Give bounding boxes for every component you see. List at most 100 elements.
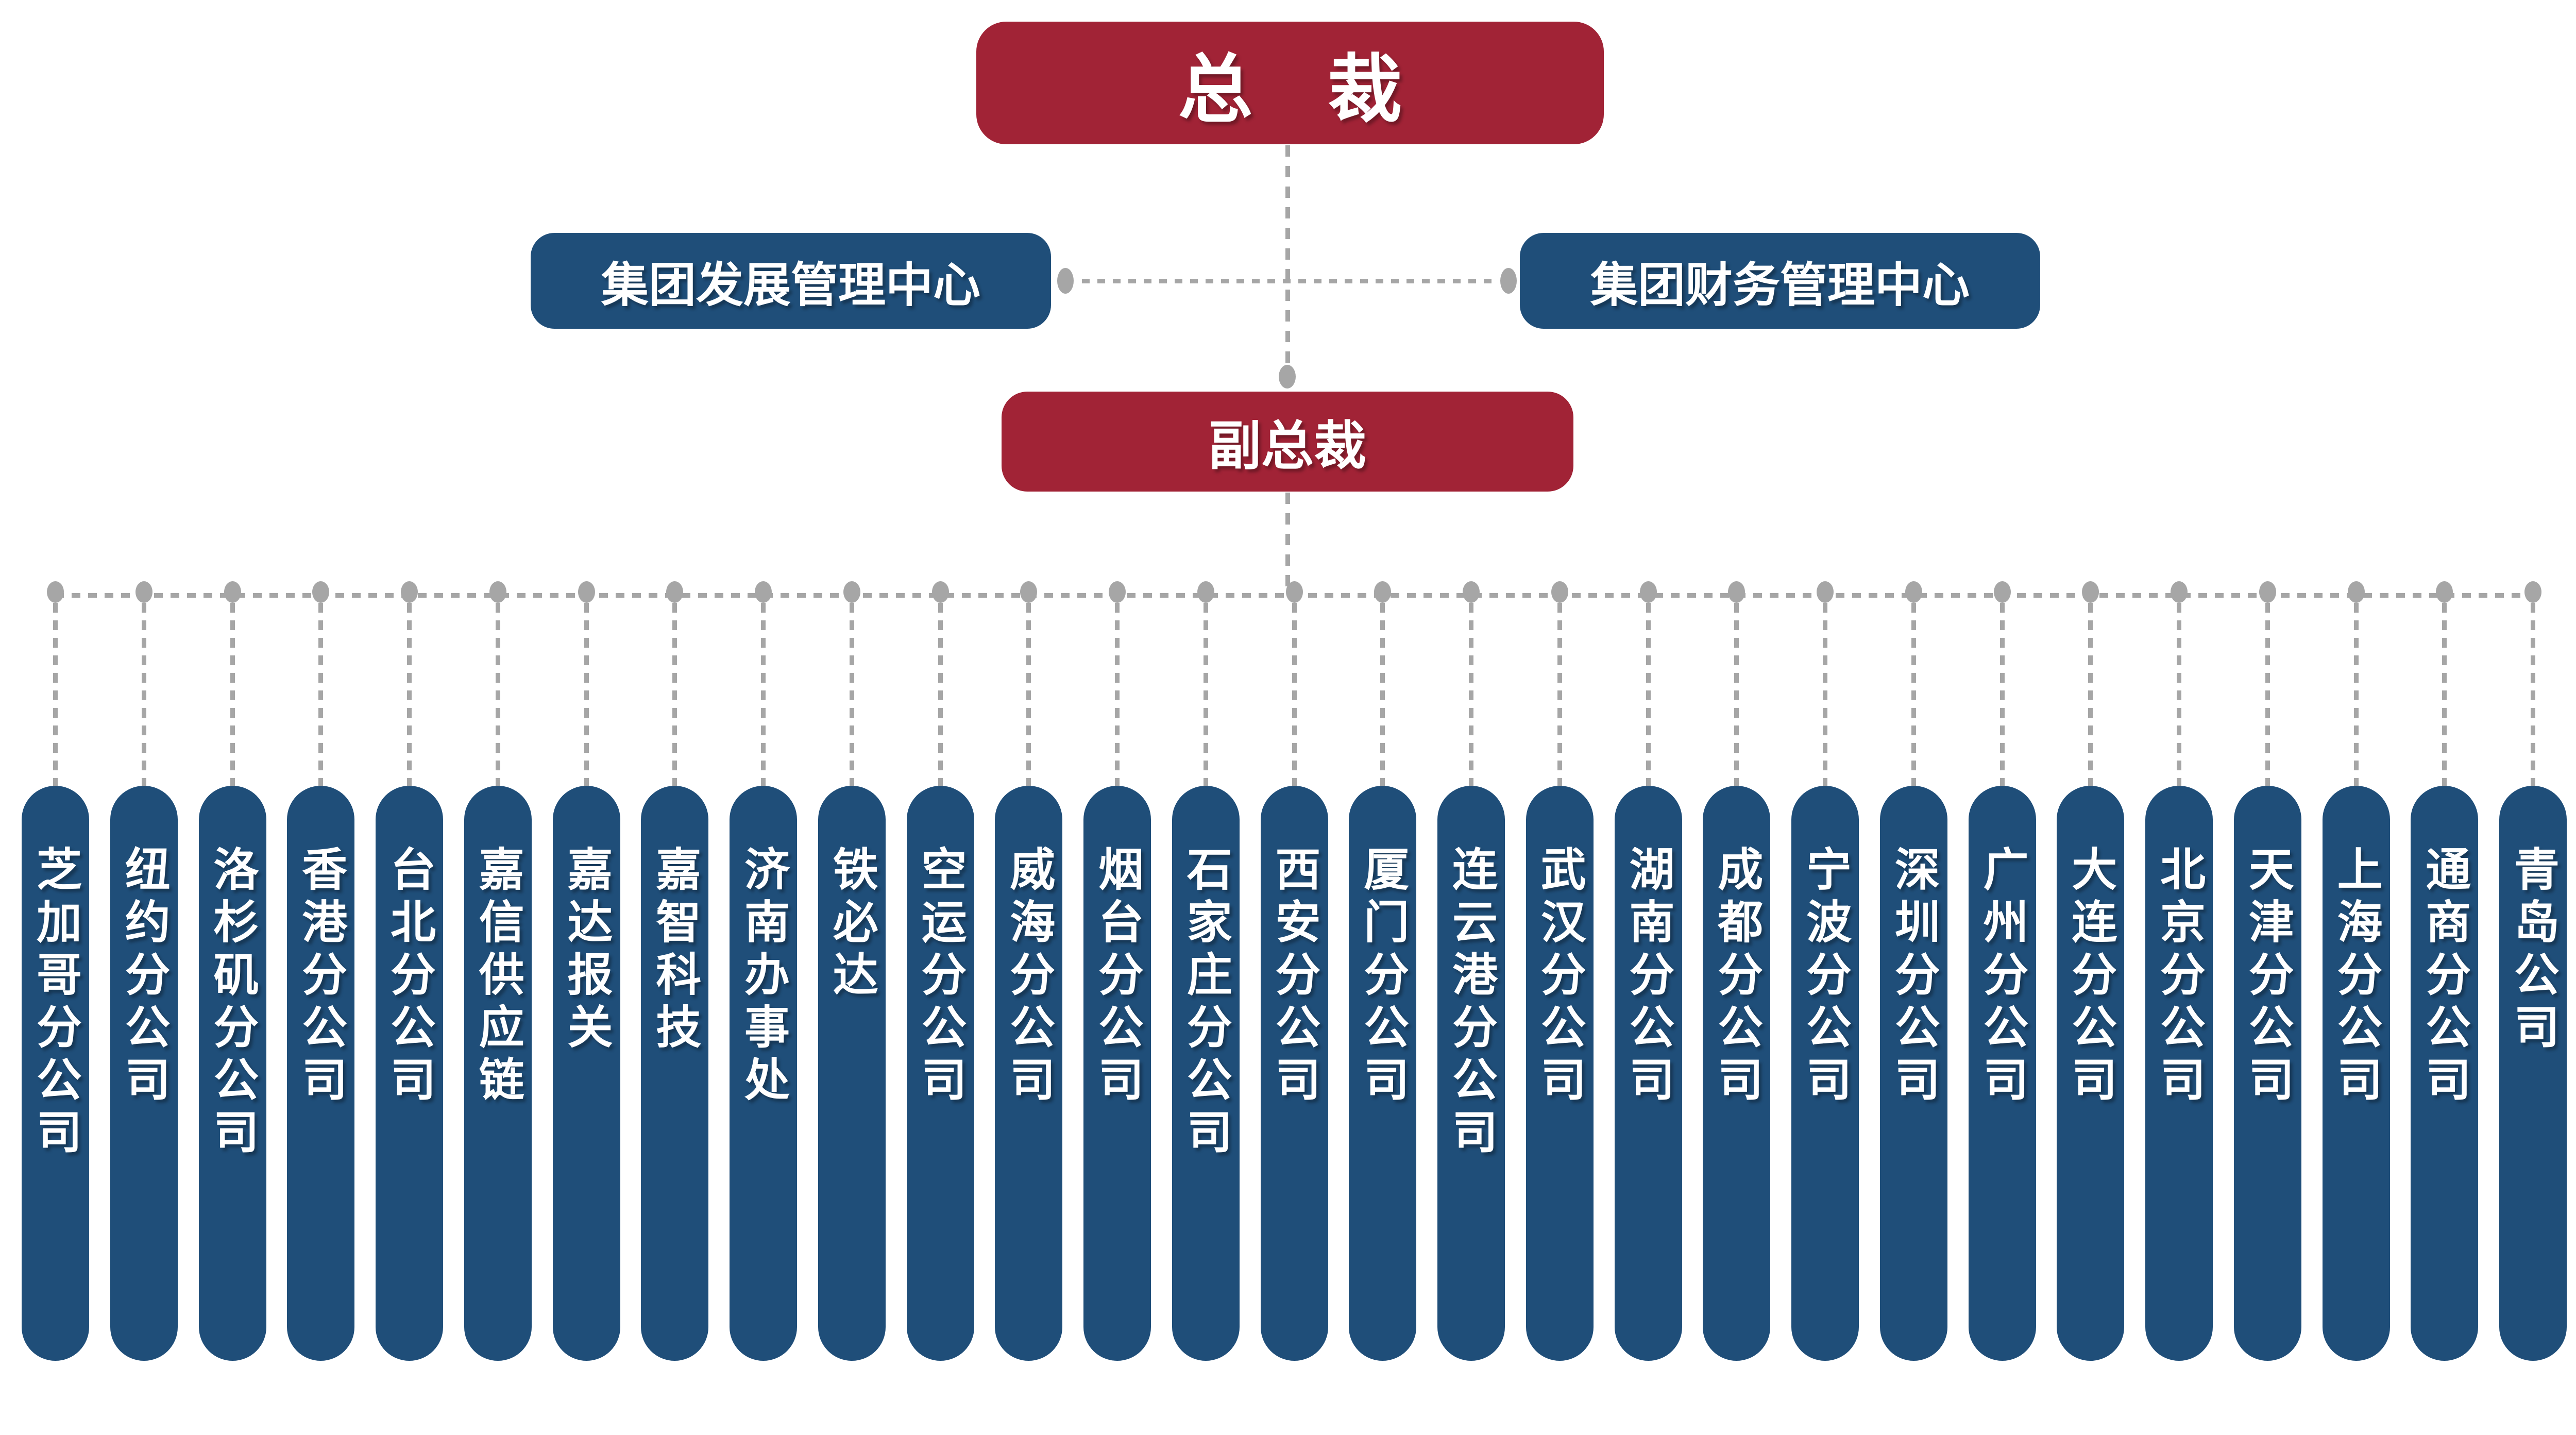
branch-junction-dot	[1109, 581, 1126, 603]
branch-column: 湖南分公司	[1614, 581, 1682, 1361]
branch-junction-dot	[1905, 581, 1922, 603]
branch-connector-line	[1646, 603, 1651, 786]
branch-junction-dot	[2436, 581, 2453, 603]
branch-node-label: 台北分公司	[384, 846, 435, 1108]
branch-connector-line	[1557, 603, 1562, 786]
branch-node-label: 深圳分公司	[1888, 846, 1940, 1108]
branch-column: 通商分公司	[2411, 581, 2479, 1361]
connector-dot-vp	[1279, 365, 1296, 389]
branch-column: 济南办事处	[730, 581, 797, 1361]
branches-row: 芝加哥分公司 纽约分公司 洛杉矶分公司 香港分公司	[22, 581, 2567, 1361]
branch-column: 石家庄分公司	[1172, 581, 1240, 1361]
branch-column: 嘉达报关	[552, 581, 620, 1361]
branch-connector-line	[761, 603, 766, 786]
branch-node-label: 嘉信供应链	[472, 846, 524, 1108]
branch-node-label: 纽约分公司	[118, 846, 170, 1108]
branch-node: 成都分公司	[1703, 786, 1771, 1361]
branch-junction-dot	[1020, 581, 1038, 603]
branch-node: 青岛公司	[2499, 786, 2567, 1361]
branch-connector-line	[1115, 603, 1120, 786]
branch-node-label: 天津分公司	[2242, 846, 2294, 1108]
branch-node-label: 香港分公司	[295, 846, 347, 1108]
branch-node-label: 连云港分公司	[1446, 846, 1497, 1161]
branch-junction-dot	[666, 581, 684, 603]
branch-junction-dot	[47, 581, 64, 603]
branch-junction-dot	[1728, 581, 1745, 603]
branch-junction-dot	[1374, 581, 1392, 603]
branch-junction-dot	[1285, 581, 1303, 603]
branch-connector-line	[318, 603, 324, 786]
branch-node: 纽约分公司	[110, 786, 178, 1361]
branch-node: 威海分公司	[995, 786, 1063, 1361]
branch-node-label: 大连分公司	[2065, 846, 2116, 1108]
branch-junction-dot	[1463, 581, 1480, 603]
branch-column: 厦门分公司	[1349, 581, 1417, 1361]
branch-node-label: 西安分公司	[1269, 846, 1320, 1108]
branch-column: 嘉信供应链	[464, 581, 532, 1361]
branch-column: 大连分公司	[2057, 581, 2125, 1361]
branch-connector-line	[1911, 603, 1916, 786]
branch-node-label: 上海分公司	[2331, 846, 2382, 1108]
branch-junction-dot	[401, 581, 418, 603]
branch-node: 台北分公司	[376, 786, 443, 1361]
branch-connector-line	[407, 603, 412, 786]
branch-connector-line	[2088, 603, 2093, 786]
branch-connector-line	[1823, 603, 1827, 786]
branch-column: 上海分公司	[2322, 581, 2390, 1361]
branch-node-label: 洛杉矶分公司	[207, 846, 258, 1161]
branch-junction-dot	[489, 581, 506, 603]
branch-connector-line	[1734, 603, 1739, 786]
branch-connector-line	[141, 603, 146, 786]
branch-node: 通商分公司	[2411, 786, 2479, 1361]
branch-junction-dot	[135, 581, 152, 603]
branch-node: 广州分公司	[1968, 786, 2036, 1361]
branch-node: 湖南分公司	[1614, 786, 1682, 1361]
branch-node: 嘉智科技	[641, 786, 709, 1361]
branch-column: 连云港分公司	[1437, 581, 1505, 1361]
branch-column: 成都分公司	[1703, 581, 1771, 1361]
branch-node: 烟台分公司	[1083, 786, 1151, 1361]
branch-connector-line	[2177, 603, 2181, 786]
branch-connector-line	[2442, 603, 2447, 786]
branch-node-label: 石家庄分公司	[1180, 846, 1232, 1161]
branch-node-label: 武汉分公司	[1534, 846, 1586, 1108]
branch-connector-line	[1203, 603, 1208, 786]
branch-node: 深圳分公司	[1879, 786, 1947, 1361]
branch-connector-line	[1026, 603, 1031, 786]
branch-node: 嘉信供应链	[464, 786, 532, 1361]
connector-centers-line	[1082, 279, 1492, 283]
connector-dot-dev	[1057, 268, 1074, 294]
branch-column: 北京分公司	[2145, 581, 2213, 1361]
branch-junction-dot	[2082, 581, 2099, 603]
node-ceo-label: 总 裁	[1178, 48, 1402, 131]
branch-junction-dot	[2524, 581, 2541, 603]
branch-node-label: 成都分公司	[1711, 846, 1762, 1108]
branch-connector-line	[230, 603, 235, 786]
branch-column: 西安分公司	[1260, 581, 1328, 1361]
branch-node: 嘉达报关	[552, 786, 620, 1361]
branch-node-label: 芝加哥分公司	[30, 846, 81, 1161]
branch-connector-line	[2531, 603, 2535, 786]
branch-column: 威海分公司	[995, 581, 1063, 1361]
branch-column: 空运分公司	[906, 581, 974, 1361]
branch-junction-dot	[1639, 581, 1657, 603]
branch-connector-line	[672, 603, 677, 786]
branch-node-label: 烟台分公司	[1092, 846, 1143, 1108]
branch-node-label: 宁波分公司	[1800, 846, 1851, 1108]
branch-column: 宁波分公司	[1791, 581, 1859, 1361]
branch-node-label: 空运分公司	[915, 846, 966, 1108]
branch-junction-dot	[843, 581, 860, 603]
branch-node-label: 嘉智科技	[649, 846, 701, 1056]
branch-node-label: 铁必达	[826, 846, 878, 1003]
branch-node: 石家庄分公司	[1172, 786, 1240, 1361]
branch-node: 连云港分公司	[1437, 786, 1505, 1361]
connector-vp-rail-line	[1285, 493, 1290, 595]
branch-junction-dot	[578, 581, 595, 603]
branch-node: 宁波分公司	[1791, 786, 1859, 1361]
branch-node: 香港分公司	[287, 786, 355, 1361]
branch-column: 纽约分公司	[110, 581, 178, 1361]
branch-connector-line	[1292, 603, 1297, 786]
branch-junction-dot	[2171, 581, 2188, 603]
branch-node: 芝加哥分公司	[22, 786, 89, 1361]
